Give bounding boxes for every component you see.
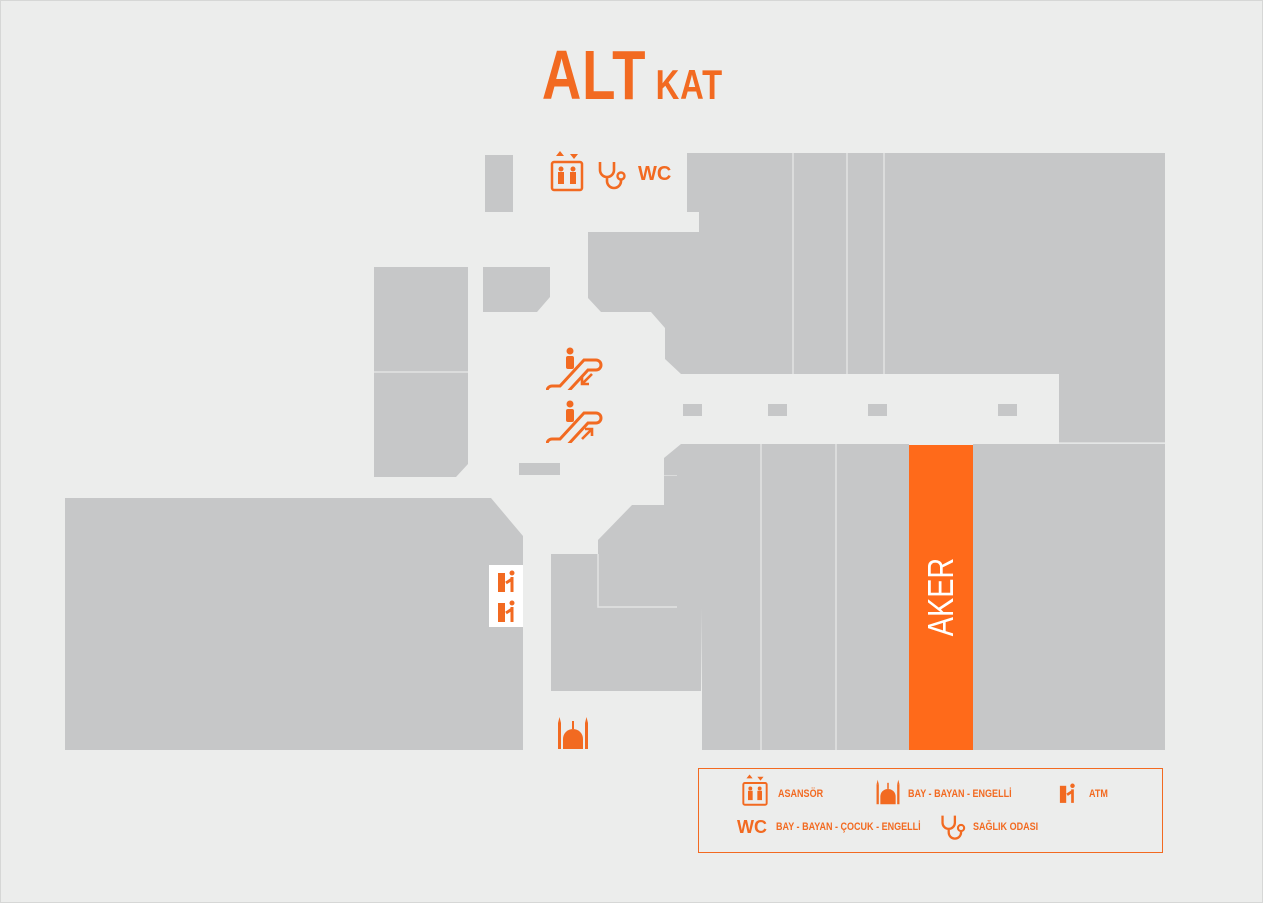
store-east[interactable] (973, 444, 1165, 750)
floor-title-sub: KAT (655, 61, 723, 108)
map-legend: ASANSÖR BAY - BAYAN - ENGELLİ ATM WC BAY… (698, 768, 1163, 853)
wc-icon[interactable]: WC (638, 163, 672, 185)
store-anchor-west[interactable] (65, 498, 523, 750)
atm-icon[interactable] (497, 599, 517, 623)
legend-elevator-label: ASANSÖR (778, 788, 824, 800)
store-kiosk-top[interactable] (485, 155, 513, 212)
kiosk-corridor-4[interactable] (998, 404, 1017, 416)
store-center-south[interactable] (551, 475, 701, 691)
escalator-up-icon[interactable] (546, 399, 604, 443)
elevator-icon[interactable] (549, 149, 585, 193)
legend-prayer-icon (876, 779, 900, 805)
kiosk-corridor-1[interactable] (683, 404, 702, 416)
legend-wc-icon: WC (737, 817, 767, 837)
kiosk-corridor-2[interactable] (768, 404, 787, 416)
legend-prayer-label: BAY - BAYAN - ENGELLİ (908, 788, 1012, 800)
store-cluster-south[interactable] (664, 444, 909, 750)
kiosk-center[interactable] (519, 463, 560, 475)
atm-icon[interactable] (497, 569, 517, 593)
legend-health-icon (941, 815, 966, 840)
prayer-room-icon[interactable] (556, 715, 590, 751)
legend-elevator-icon (742, 774, 768, 806)
legend-atm-label: ATM (1089, 788, 1108, 800)
store-aker-label: AKER (920, 557, 961, 637)
legend-health-label: SAĞLIK ODASI (973, 821, 1039, 833)
store-cluster-north[interactable] (588, 153, 1165, 443)
store-west-small[interactable] (483, 267, 550, 312)
store-aker[interactable] (909, 445, 973, 750)
kiosk-corridor-3[interactable] (868, 404, 887, 416)
atm-kiosk (489, 565, 523, 627)
health-room-icon[interactable] (596, 159, 630, 193)
legend-wc-label: BAY - BAYAN - ÇOCUK - ENGELLİ (776, 821, 921, 833)
escalator-down-icon[interactable] (546, 346, 604, 390)
floor-title-main: ALT (541, 36, 647, 114)
legend-atm-icon (1059, 783, 1075, 803)
store-aker-label-box[interactable]: AKER (909, 445, 973, 750)
